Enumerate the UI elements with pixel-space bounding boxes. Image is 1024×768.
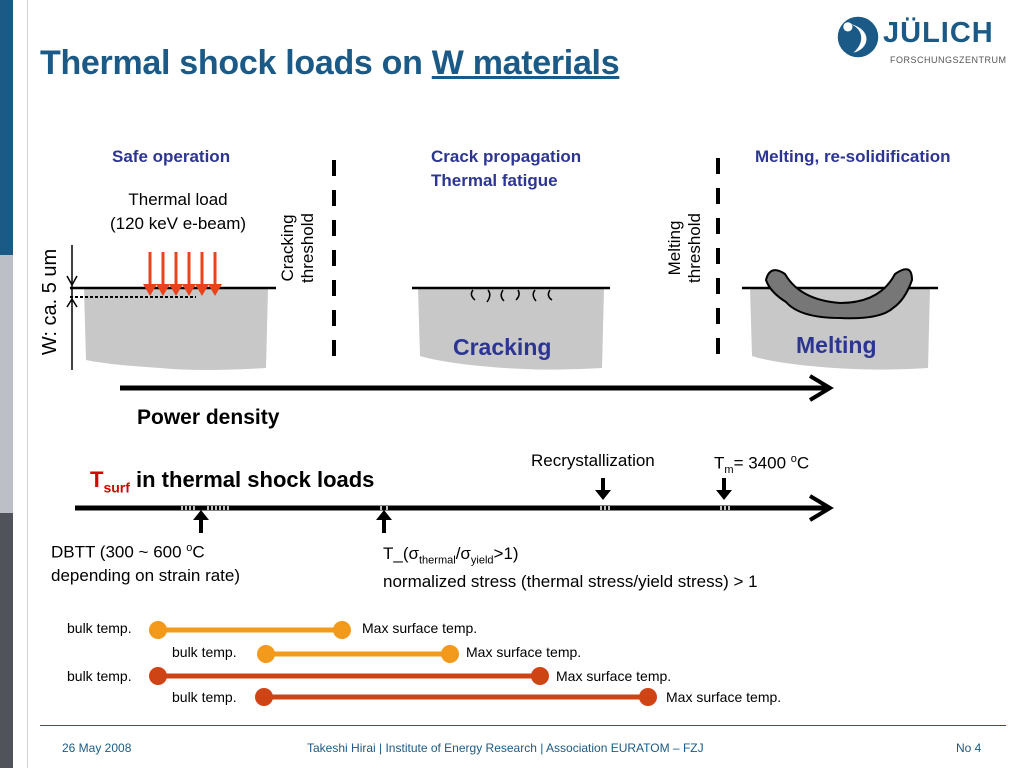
logo-subtitle: FORSCHUNGSZENTRUM	[890, 55, 1007, 65]
sigma-thermal-sub: thermal	[419, 554, 456, 567]
tm-degree: o	[790, 453, 797, 465]
stress-condition-label: T_(σthermal/σyield>1)	[383, 544, 519, 566]
melting-threshold-label: Melting threshold	[665, 203, 705, 293]
tm-value: = 3400	[733, 453, 791, 473]
tsurf-text: in thermal shock loads	[129, 467, 375, 492]
phase-crack-propagation: Crack propagation	[431, 147, 582, 166]
range-1-bulk-label: bulk temp.	[67, 620, 132, 636]
side-divider-line	[27, 0, 28, 768]
range-4-max-label: Max surface temp.	[666, 689, 782, 705]
cracking-threshold-label-line2: threshold	[298, 213, 317, 283]
melting-sample-label: Melting	[796, 332, 877, 358]
side-accent-bar-bottom	[0, 513, 13, 768]
range-4-bulk-label: bulk temp.	[172, 689, 237, 705]
cracking-sample-label: Cracking	[453, 334, 552, 360]
footer-divider	[40, 725, 1006, 726]
sample-block-safe	[84, 288, 268, 370]
title-link[interactable]: W materials	[431, 44, 620, 82]
dbtt-unit: C	[192, 542, 205, 562]
axis-ticks	[181, 506, 730, 510]
stress-description: normalized stress (thermal stress/yield …	[383, 572, 758, 591]
dbtt-text: DBTT (300 ~ 600	[51, 542, 187, 562]
power-density-arrowhead	[808, 374, 834, 402]
temperature-axis-arrowhead	[808, 494, 834, 522]
sigma-thermal: σ	[408, 544, 420, 563]
range-2-bulk-label: bulk temp.	[172, 644, 237, 660]
thermal-load-label: Thermal load	[128, 190, 228, 209]
logo-wordmark: JÜLICH	[883, 17, 994, 49]
range-2-max-label: Max surface temp.	[466, 644, 582, 660]
julich-logo-mark	[837, 16, 879, 58]
dbtt-degree: o	[186, 542, 193, 554]
side-accent-bar-top	[0, 0, 13, 255]
phase-melting: Melting, re-solidification	[755, 147, 951, 166]
stress-slash: /	[455, 544, 461, 563]
recrystallization-label: Recrystallization	[531, 451, 655, 470]
slide-title: Thermal shock loads on W materials	[40, 44, 620, 83]
depth-arrow-up	[66, 297, 78, 308]
range-bar-4	[255, 688, 657, 706]
sigma-yield: σ	[460, 544, 471, 563]
tsurf-subscript: surf	[103, 479, 130, 496]
stress-arrow	[376, 510, 392, 533]
thermal-load-source: (120 keV e-beam)	[109, 214, 247, 233]
range-bar-2	[257, 645, 459, 663]
sigma-yield-sub: yield	[470, 554, 494, 567]
melting-temperature-arrow	[716, 478, 732, 500]
phase-thermal-fatigue: Thermal fatigue	[431, 171, 558, 190]
recrystallization-arrow	[595, 478, 611, 500]
tm-subscript: m	[724, 464, 734, 477]
tsurf-heading: Tsurf in thermal shock loads	[90, 467, 374, 495]
range-bar-1	[149, 621, 351, 639]
depth-arrow-down	[66, 275, 78, 287]
cracking-threshold-label-line1: Cracking	[278, 214, 297, 282]
sample-block-cracking	[418, 288, 604, 370]
range-3-bulk-label: bulk temp.	[67, 668, 132, 684]
tm-unit: C	[796, 453, 810, 473]
tm-symbol: T	[714, 453, 725, 473]
e-beam-arrows	[143, 252, 222, 296]
range-1-max-label: Max surface temp.	[362, 620, 478, 636]
surface-cracks	[470, 289, 553, 303]
footer-date: 26 May 2008	[62, 741, 132, 755]
cracking-threshold-label: Cracking threshold	[278, 203, 318, 293]
stress-suffix: >1)	[493, 544, 519, 563]
dbtt-arrow	[193, 510, 209, 533]
phase-safe-operation: Safe operation	[112, 147, 231, 166]
melting-threshold-label-line2: threshold	[685, 213, 704, 283]
dbtt-label-line1: DBTT (300 ~ 600 oC	[51, 542, 205, 563]
range-3-max-label: Max surface temp.	[556, 668, 672, 684]
depth-label: W: ca. 5 um	[39, 248, 61, 356]
stress-prefix: T_(	[383, 544, 409, 563]
melting-temperature-label: Tm= 3400 oC	[714, 453, 809, 476]
power-density-label: Power density	[137, 406, 280, 429]
melting-threshold-label-line1: Melting	[665, 220, 684, 276]
side-accent-bar-middle	[0, 255, 13, 513]
molten-layer	[764, 268, 914, 320]
footer-page-number: No 4	[956, 741, 982, 755]
tsurf-symbol: T	[90, 467, 104, 492]
range-bar-3	[149, 667, 549, 685]
footer-author: Takeshi Hirai | Institute of Energy Rese…	[307, 741, 704, 755]
title-text: Thermal shock loads on	[40, 44, 432, 82]
dbtt-label-line2: depending on strain rate)	[51, 566, 241, 585]
